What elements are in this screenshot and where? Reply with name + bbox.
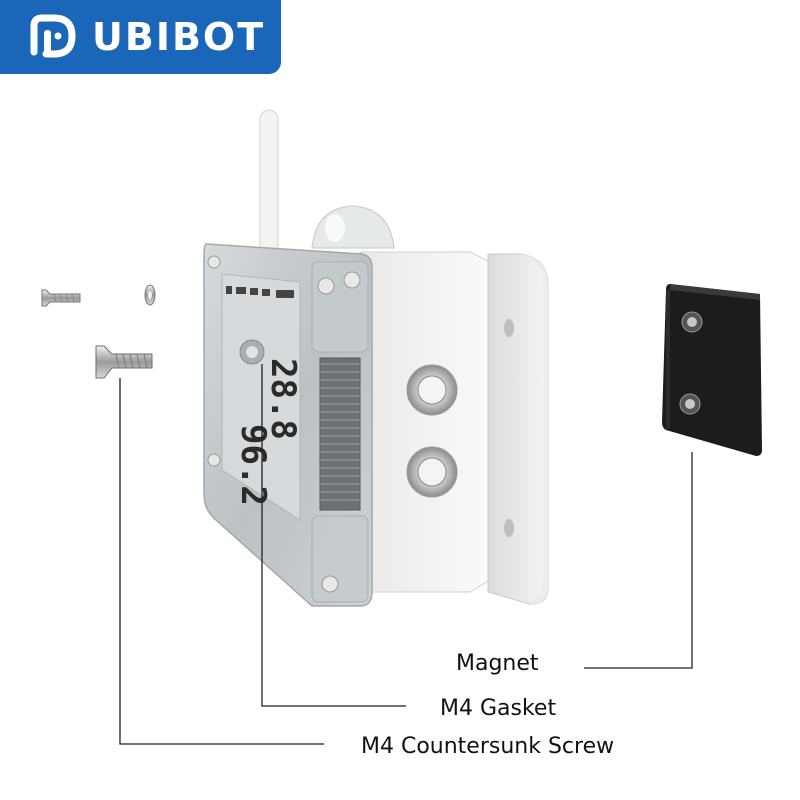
screw-leader-line	[119, 378, 324, 745]
bracket-hole-bottom	[504, 519, 514, 537]
gasket-washer-icon	[144, 284, 156, 306]
brand-logo-badge: UBIBOT	[0, 0, 281, 74]
heat-sink	[319, 357, 361, 511]
display-reading-top: 28.8	[263, 358, 303, 440]
mounting-bracket	[487, 253, 549, 605]
magnet-label: Magnet	[456, 651, 539, 676]
transparent-front-cover	[203, 243, 373, 607]
enclosure-body	[359, 251, 491, 593]
display-reading-bottom: 96.2	[233, 424, 273, 506]
magnet-block-icon	[662, 284, 762, 456]
gasket-label: M4 Gasket	[440, 696, 557, 721]
bracket-hole-top	[504, 319, 514, 337]
screw-label: M4 Countersunk Screw	[361, 734, 615, 759]
countersunk-screw-icon	[95, 345, 153, 379]
ubibot-logo-mark	[30, 14, 76, 58]
magnet-leader-line	[584, 452, 693, 669]
gasket-leader-line	[261, 364, 406, 707]
antenna	[259, 109, 279, 261]
light-sensor-dome	[311, 205, 395, 249]
small-screw-icon	[41, 289, 81, 307]
brand-logo-text: UBIBOT	[92, 15, 266, 59]
